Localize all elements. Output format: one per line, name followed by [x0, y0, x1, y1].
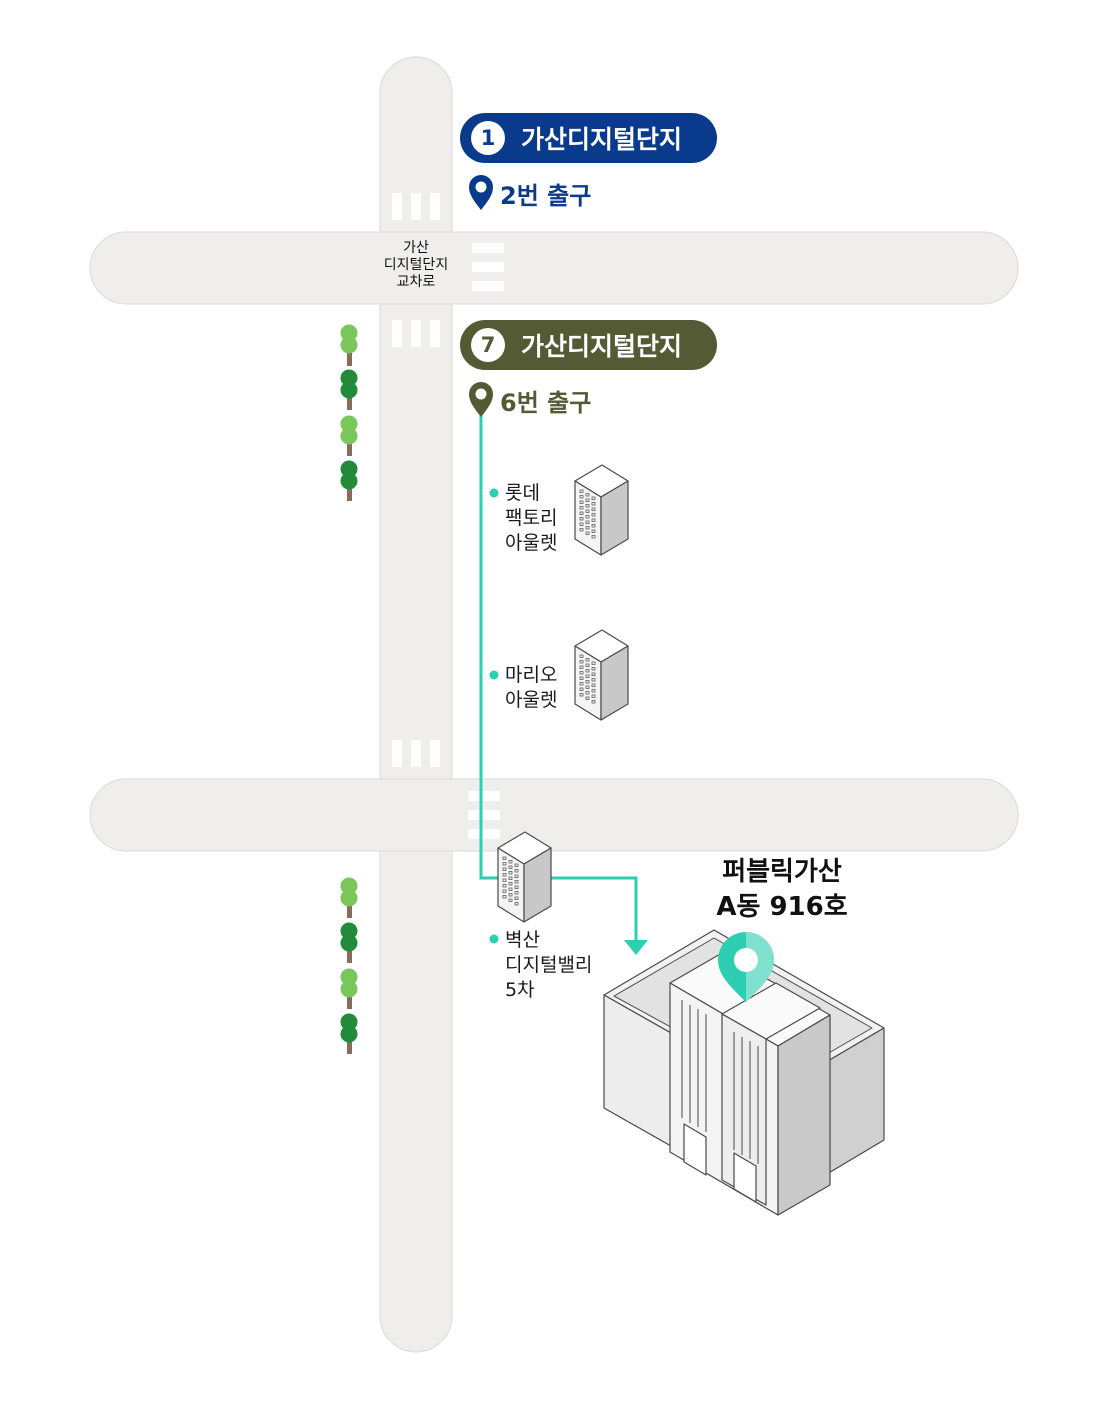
- line-number-icon: 7: [471, 328, 505, 362]
- tree-icon: [340, 968, 358, 1009]
- building-icon: [497, 831, 552, 923]
- building-icon: [574, 464, 629, 556]
- vertical-road: [379, 56, 453, 1353]
- station-badge-line-1: 1 가산디지털단지: [460, 113, 717, 163]
- exit-label-line-1: 2번 출구: [500, 182, 592, 210]
- station-name: 가산디지털단지: [521, 332, 683, 361]
- trees: [340, 324, 358, 1054]
- map-pin-icon: [469, 382, 493, 417]
- crosswalks: [392, 193, 504, 839]
- upper-horizontal-road: [89, 231, 1019, 305]
- line-number-icon: 1: [471, 121, 505, 155]
- small-buildings: [497, 464, 629, 923]
- tree-icon: [340, 1013, 358, 1054]
- crosswalk-upper-right: [472, 243, 504, 291]
- exit-label-line-7: 6번 출구: [500, 389, 592, 417]
- landmark-label: 마리오 아울렛: [505, 664, 558, 711]
- route-dot: [489, 670, 499, 680]
- lower-horizontal-road: [89, 778, 1019, 852]
- destination-unit: A동 916호: [716, 892, 848, 922]
- station-name: 가산디지털단지: [521, 125, 683, 154]
- route-line: [479, 410, 638, 940]
- roads: [89, 56, 1019, 1353]
- map-pin-icon: [469, 175, 493, 210]
- tree-icon: [340, 922, 358, 963]
- building-icon: [574, 629, 629, 721]
- crosswalk-lower-top: [392, 740, 440, 767]
- walking-route: [479, 410, 648, 955]
- destination-name: 퍼블릭가산: [722, 857, 842, 887]
- tree-icon: [340, 415, 358, 456]
- destination-building: [603, 929, 885, 1216]
- route-dot: [489, 934, 499, 944]
- crosswalk-top: [392, 193, 440, 220]
- landmark-label: 벽산 디지털밸리 5차: [505, 929, 593, 1001]
- route-arrow-icon: [624, 940, 648, 955]
- station-badge-line-7: 7 가산디지털단지: [460, 320, 717, 370]
- route-dot: [489, 488, 499, 498]
- tree-icon: [340, 460, 358, 501]
- crosswalk-lower-right: [468, 791, 500, 839]
- tree-icon: [340, 369, 358, 410]
- tree-icon: [340, 877, 358, 918]
- destination-title: 퍼블릭가산 A동 916호: [682, 855, 882, 925]
- crosswalk-upper-middle: [392, 320, 440, 347]
- tree-icon: [340, 324, 358, 366]
- intersection-label: 가산 디지털단지 교차로: [383, 240, 449, 290]
- destination-pin-icon: [718, 932, 774, 1002]
- landmark-label: 롯데 팩토리 아울렛: [505, 482, 558, 554]
